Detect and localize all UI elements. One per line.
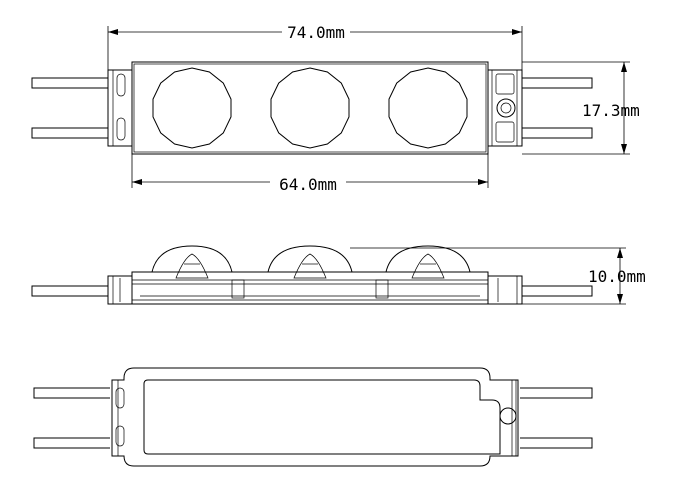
side-left-wire [31,285,108,297]
height-label: 10.0mm [588,267,646,286]
top-left-cap [107,69,133,147]
body-length-label: 64.0mm [279,175,337,194]
side-right-wire [522,285,593,297]
top-left-wires [31,77,108,139]
lens [388,67,468,149]
bottom-view [33,367,593,467]
dim-overall-length: 74.0mm [107,23,523,70]
bottom-recess [143,379,501,455]
top-right-wires [522,77,593,139]
top-right-cap [487,69,523,147]
bottom-outline [111,367,519,467]
lens [152,67,232,149]
top-view [31,61,593,155]
top-body [131,61,489,155]
dim-width: 17.3mm [522,61,640,155]
dim-height: 10.0mm [350,247,646,305]
width-label: 17.3mm [582,101,640,120]
side-view [31,245,593,305]
dim-body-length: 64.0mm [131,154,489,194]
bottom-screw-hole [499,407,517,425]
side-body [131,271,489,305]
side-lenses [151,245,471,279]
top-lenses [152,67,468,149]
screw-hole [496,98,516,118]
lens [270,67,350,149]
overall-length-label: 74.0mm [287,23,345,42]
